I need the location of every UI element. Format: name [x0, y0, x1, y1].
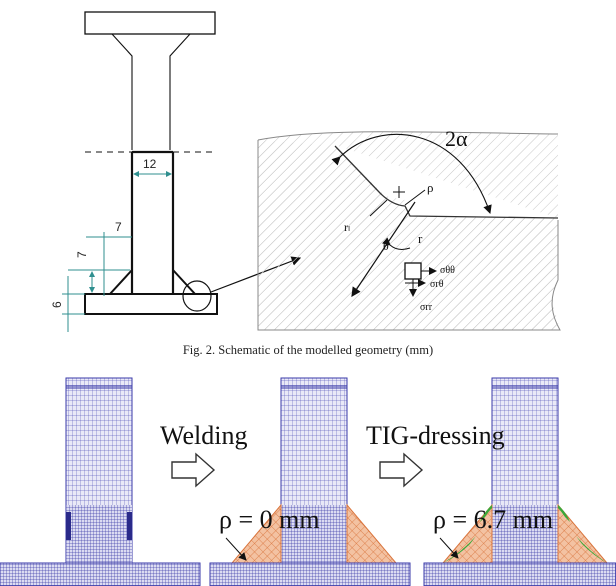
rl-leader [369, 199, 388, 217]
mesh-stem-dense [281, 505, 347, 563]
detail-top-edge [257, 131, 559, 141]
dim-width-label: 12 [143, 157, 157, 171]
figure-caption: Fig. 2. Schematic of the modelled geomet… [182, 343, 434, 357]
joint-schematic [84, 11, 218, 315]
angle-label: 2α [445, 126, 468, 151]
dim-leg-h-label: 7 [115, 220, 122, 234]
r-label: r [418, 231, 423, 246]
mesh-panel-initial [0, 377, 201, 586]
theta-arc [382, 237, 411, 250]
detail-circle [182, 280, 212, 312]
dim-leg-v-label: 7 [75, 251, 89, 258]
dressed-root-right [558, 505, 570, 522]
process-arrow-2 [379, 452, 424, 488]
angle-arc [331, 133, 492, 215]
sigma-thth-label: σθθ [440, 265, 455, 276]
rho-leader [404, 189, 426, 206]
rho0-label: ρ = 0 mm [219, 505, 320, 534]
mesh-stem-dense [492, 505, 558, 563]
dimensions [62, 171, 172, 332]
top-plate [84, 11, 216, 35]
theta-label: θ [383, 239, 389, 253]
dressed-root-left [480, 505, 492, 522]
process-arrow-1 [171, 452, 216, 488]
rho-label: ρ [427, 180, 434, 195]
mesh-plate [209, 562, 411, 586]
mesh-panel-welding [209, 377, 411, 586]
mesh-plate [423, 562, 616, 586]
sigma-rr-label: σrr [420, 302, 433, 313]
r-direction-arrow [351, 201, 416, 297]
rho0-pointer [225, 537, 247, 561]
weld-fillet-right [346, 503, 398, 564]
rho67-label: ρ = 6.7 mm [433, 505, 553, 534]
mesh-plate [0, 562, 201, 586]
stem-left-upper [111, 33, 133, 150]
mesh-panel-tig [423, 377, 616, 586]
rho67-pointer [439, 537, 459, 559]
base-plate [84, 293, 218, 315]
step-welding-label: Welding [160, 421, 247, 450]
notch-detail [257, 131, 561, 331]
weld-left [107, 267, 133, 295]
sigma-rth-label: σrθ [430, 279, 444, 290]
rl-label: rₗ [344, 220, 350, 234]
dim-plate-label: 6 [50, 301, 64, 308]
stress-element [404, 262, 422, 280]
stem-right-upper [169, 33, 191, 150]
weld-right [172, 267, 198, 295]
detail-border [257, 140, 561, 331]
step-tig-label: TIG-dressing [366, 421, 505, 450]
mesh-stem-dense [66, 505, 132, 563]
